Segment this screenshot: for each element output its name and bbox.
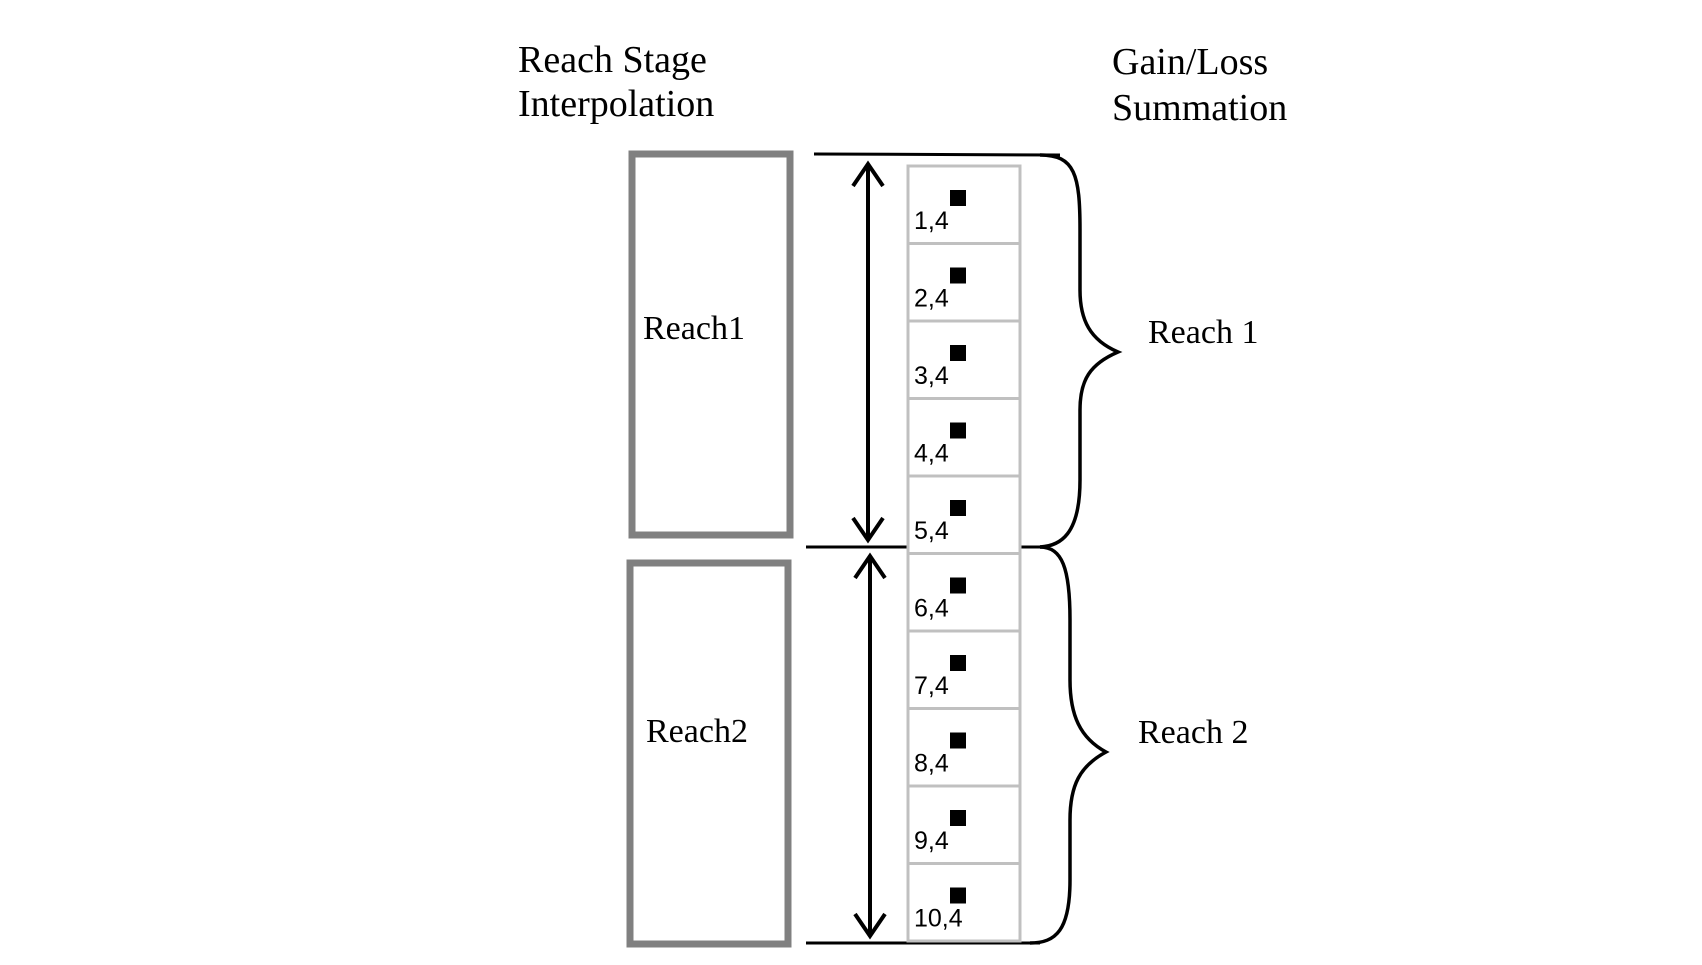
cell-marker bbox=[950, 732, 966, 749]
reach2-brace-label: Reach 2 bbox=[1138, 714, 1248, 751]
cell-marker bbox=[950, 422, 966, 439]
cell-label: 9,4 bbox=[914, 827, 949, 855]
reach2-extent-arrow bbox=[853, 552, 887, 940]
reach1-extent-arrow bbox=[851, 160, 885, 544]
header-left-line2: Interpolation bbox=[518, 83, 714, 125]
header-left-line1: Reach Stage bbox=[518, 39, 707, 81]
reach-box-1-label: Reach1 bbox=[643, 310, 745, 347]
cell-marker bbox=[950, 190, 966, 206]
reach1-brace-label: Reach 1 bbox=[1148, 314, 1258, 351]
cell-label: 5,4 bbox=[914, 517, 949, 545]
cell-label: 6,4 bbox=[914, 595, 949, 623]
cell-marker bbox=[950, 887, 966, 904]
cell-marker bbox=[950, 500, 966, 516]
cell-column: 1,4 2,4 3,4 4,4 5,4 6,4 7,4 8,4 9,4 10,4 bbox=[906, 164, 1022, 943]
cell-marker bbox=[950, 345, 966, 361]
cell-label: 3,4 bbox=[914, 362, 949, 390]
cell-label: 2,4 bbox=[914, 285, 949, 313]
cell-label: 1,4 bbox=[914, 207, 949, 235]
header-right-line2: Summation bbox=[1112, 87, 1287, 129]
cell-label: 10,4 bbox=[914, 905, 963, 933]
cell-label: 8,4 bbox=[914, 750, 949, 778]
reach-box-2-label: Reach2 bbox=[646, 713, 748, 750]
cell-marker bbox=[950, 655, 966, 671]
cell-marker bbox=[950, 577, 966, 594]
header-right-line1: Gain/Loss bbox=[1112, 41, 1268, 83]
reach2-brace bbox=[1029, 545, 1110, 945]
reach1-top-line bbox=[813, 152, 1061, 157]
reach-box-1 bbox=[628, 150, 794, 539]
reach1-brace bbox=[1039, 153, 1123, 549]
cell-label: 7,4 bbox=[914, 672, 949, 700]
reach-box-2 bbox=[626, 559, 792, 948]
cell-label: 4,4 bbox=[914, 440, 949, 468]
cell-marker bbox=[950, 267, 966, 284]
cell-marker bbox=[950, 810, 966, 826]
